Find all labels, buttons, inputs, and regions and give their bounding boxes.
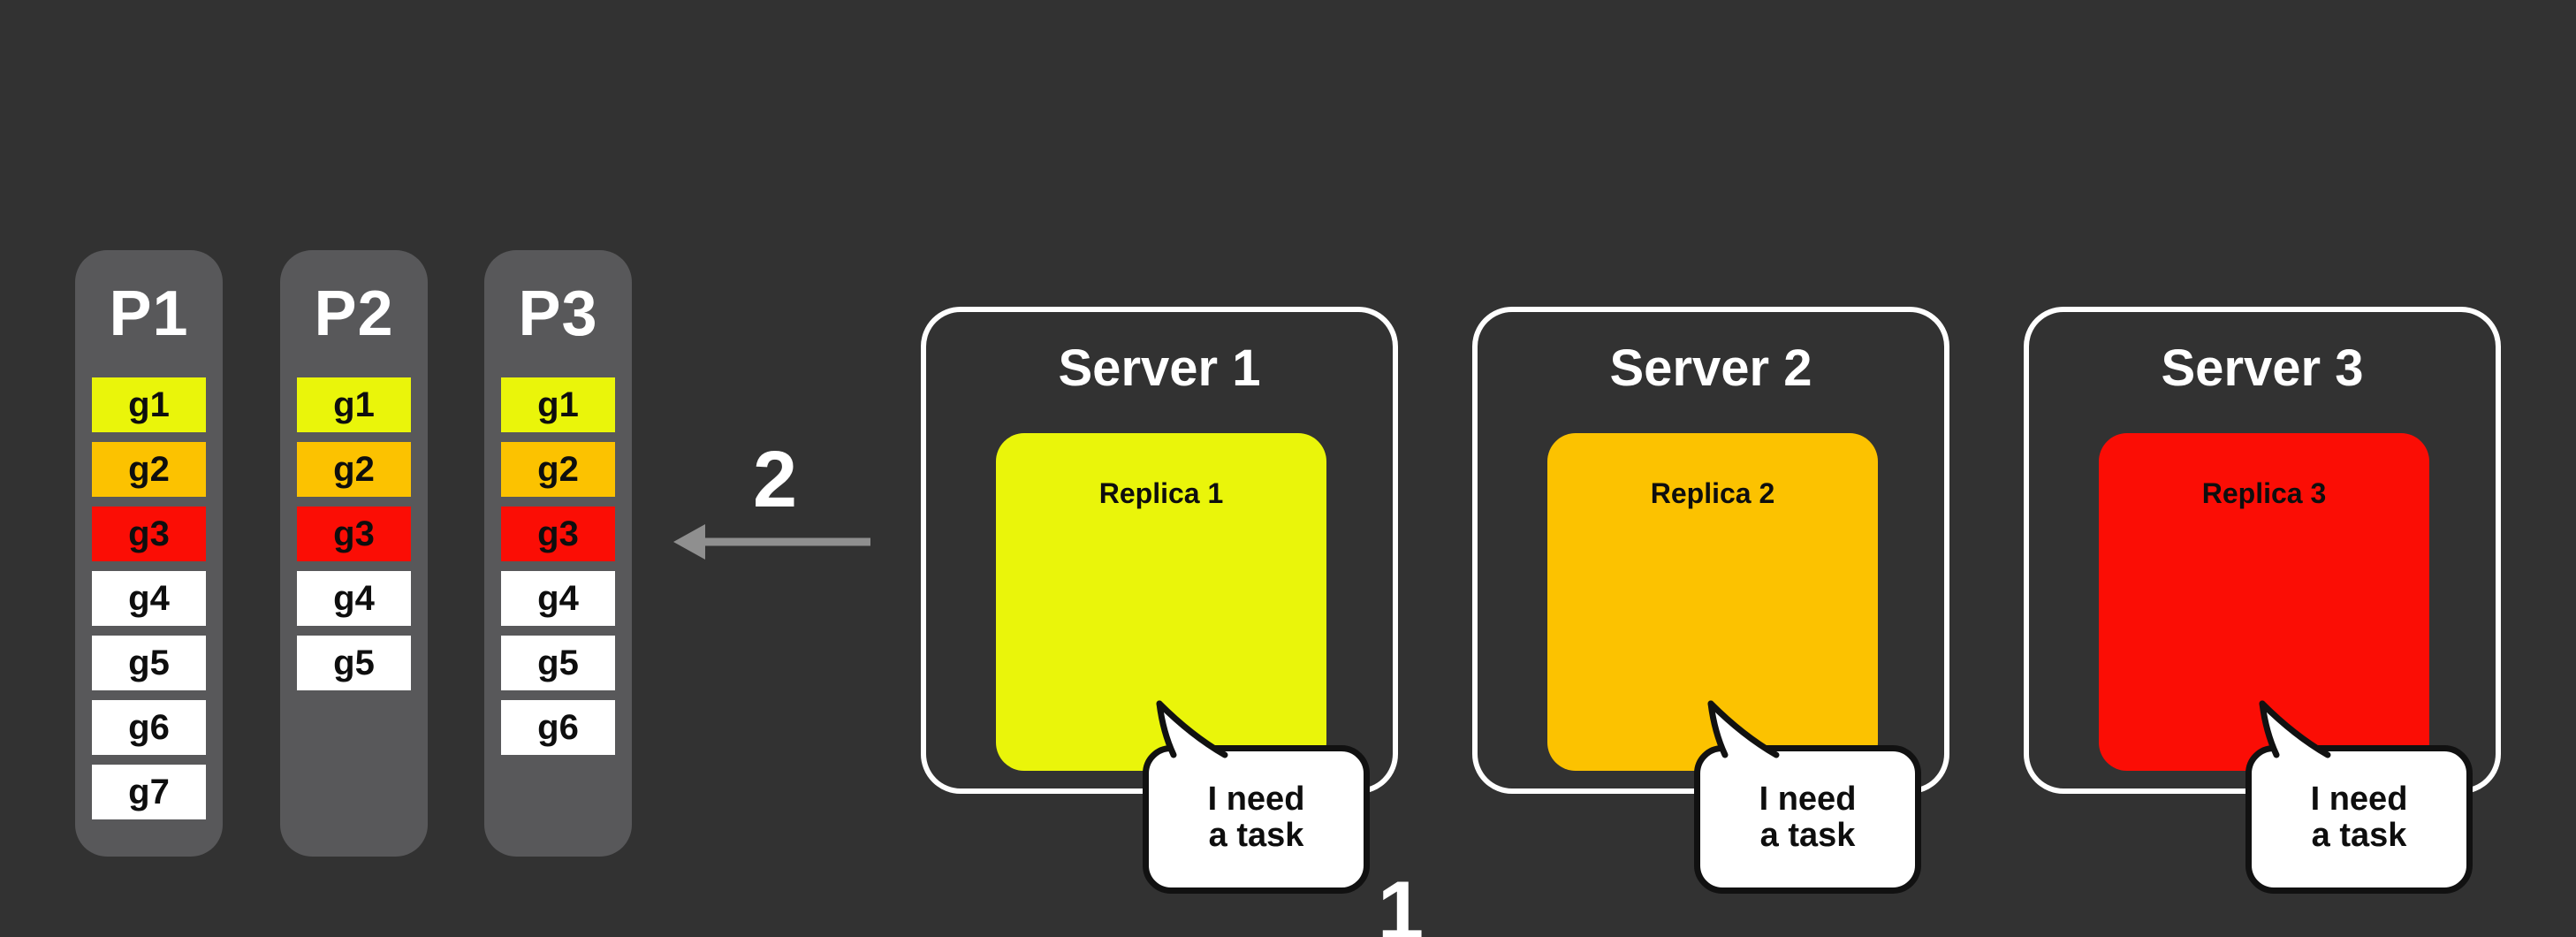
bubble-tail-icon xyxy=(1707,700,1785,766)
partition-cell: g2 xyxy=(297,442,411,497)
speech-bubble: I need a task xyxy=(2245,700,2473,894)
partition-cell: g5 xyxy=(297,636,411,690)
server-box: Server 2 Replica 2 I need a task xyxy=(1472,307,1949,894)
partition-label: P3 xyxy=(518,278,598,349)
bubble-text: I need a task xyxy=(1149,781,1364,854)
bubble-line2: a task xyxy=(2311,817,2407,854)
server-title: Server 3 xyxy=(2161,339,2364,397)
bubble-line1: I need xyxy=(2310,781,2408,818)
replica-label: Replica 2 xyxy=(1650,477,1775,509)
partition-column: P2 g1 g2 g3 g4 g5 xyxy=(280,250,428,857)
partition-cell: g1 xyxy=(92,377,206,432)
partition-column: P1 g1 g2 g3 g4 g5 g6 g7 xyxy=(75,250,223,857)
partition-cell: g2 xyxy=(501,442,615,497)
server-box: Server 1 Replica 1 I need a task xyxy=(921,307,1398,894)
partition-cell: g2 xyxy=(92,442,206,497)
partition-cell: g6 xyxy=(92,700,206,755)
speech-bubble: I need a task xyxy=(1143,700,1370,894)
partition-column: P3 g1 g2 g3 g4 g5 g6 xyxy=(484,250,632,857)
partition-cell: g7 xyxy=(92,765,206,819)
partition-cell: g1 xyxy=(501,377,615,432)
bubble-line2: a task xyxy=(1759,817,1856,854)
arrow-left-icon xyxy=(673,524,870,560)
partition-cell: g4 xyxy=(501,571,615,626)
bubble-text: I need a task xyxy=(1700,781,1915,854)
partition-cell: g5 xyxy=(501,636,615,690)
partition-cell: g3 xyxy=(501,507,615,561)
bubble-tail-icon xyxy=(1156,700,1234,766)
step-2-label: 2 xyxy=(752,436,798,524)
arrow-head xyxy=(673,524,705,560)
server-title: Server 1 xyxy=(1058,339,1261,397)
partition-cell: g3 xyxy=(92,507,206,561)
server-box: Server 3 Replica 3 I need a task xyxy=(2024,307,2501,894)
replica-label: Replica 3 xyxy=(2201,477,2327,509)
replica-label: Replica 1 xyxy=(1098,477,1224,509)
partition-cell: g5 xyxy=(92,636,206,690)
partition-cells: g1 g2 g3 g4 g5 g6 g7 xyxy=(75,377,223,819)
bubble-text: I need a task xyxy=(2252,781,2466,854)
server-title: Server 2 xyxy=(1609,339,1812,397)
bubble-line1: I need xyxy=(1207,781,1305,818)
partition-cell: g4 xyxy=(92,571,206,626)
partition-cells: g1 g2 g3 g4 g5 g6 xyxy=(484,377,632,755)
partition-cells: g1 g2 g3 g4 g5 xyxy=(280,377,428,690)
partition-label: P1 xyxy=(109,278,189,349)
partition-cell: g1 xyxy=(297,377,411,432)
partition-cell: g4 xyxy=(297,571,411,626)
bubble-tail-icon xyxy=(2259,700,2337,766)
partition-cell: g6 xyxy=(501,700,615,755)
bubble-line2: a task xyxy=(1208,817,1304,854)
speech-bubble: I need a task xyxy=(1694,700,1921,894)
partition-label: P2 xyxy=(314,278,394,349)
bubble-line1: I need xyxy=(1759,781,1857,818)
step-1-label: 1 xyxy=(1377,864,1425,937)
partition-cell: g3 xyxy=(297,507,411,561)
